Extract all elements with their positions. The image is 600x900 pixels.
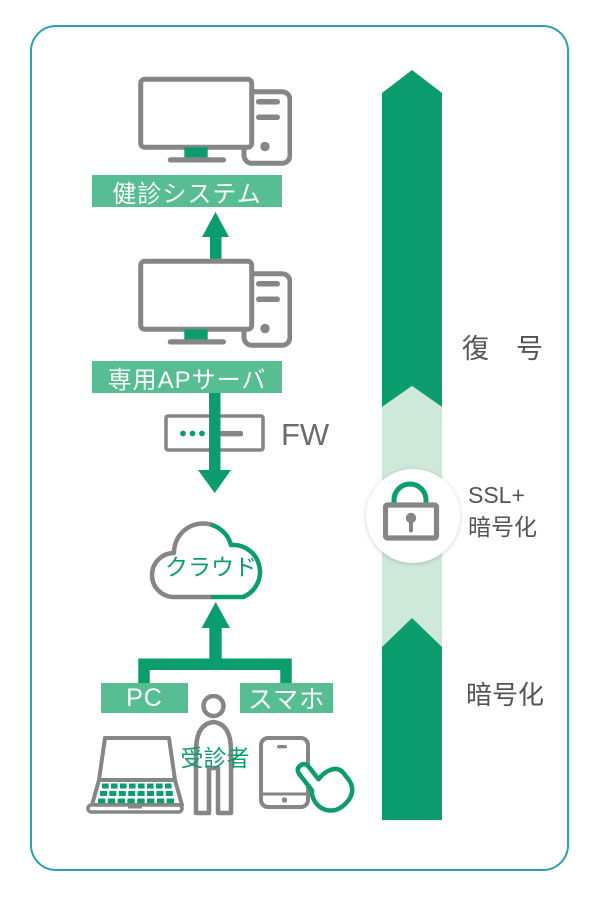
encrypt-label: 暗号化 — [466, 680, 545, 710]
ssl-label: SSL+ 暗号化 — [468, 479, 537, 543]
examinee-label: 受診者 — [180, 745, 250, 771]
cloud-icon — [149, 521, 263, 600]
ssl-label-line2: 暗号化 — [468, 514, 537, 540]
ap-server-banner: 専用APサーバ — [92, 361, 282, 394]
person-icon — [193, 694, 234, 816]
cloud-label: クラウド — [165, 554, 257, 580]
encryption-flow-band — [382, 70, 442, 820]
ssl-label-line1: SSL+ — [468, 482, 525, 508]
desktop-computer-icon-top — [138, 76, 292, 166]
bracket-connector — [138, 658, 292, 684]
down-arrow-icon — [198, 393, 231, 493]
band-encrypt-segment — [382, 618, 442, 820]
decrypt-label: 復 号 — [462, 334, 543, 364]
frame-border — [30, 25, 569, 871]
pointing-hand-icon — [295, 761, 355, 813]
smartphone-banner: スマホ — [240, 683, 333, 714]
desktop-computer-icon-ap-server — [138, 258, 292, 348]
up-arrow-icon-2 — [201, 602, 230, 660]
pc-banner: PC — [101, 683, 188, 713]
laptop-icon — [86, 736, 184, 814]
smartphone-device-icon — [259, 736, 310, 809]
firewall-label: FW — [281, 417, 330, 452]
up-arrow-icon-1 — [202, 212, 229, 260]
band-decrypt-arrow — [382, 70, 442, 407]
lock-icon — [383, 481, 440, 541]
system-banner: 健診システム — [92, 175, 282, 208]
